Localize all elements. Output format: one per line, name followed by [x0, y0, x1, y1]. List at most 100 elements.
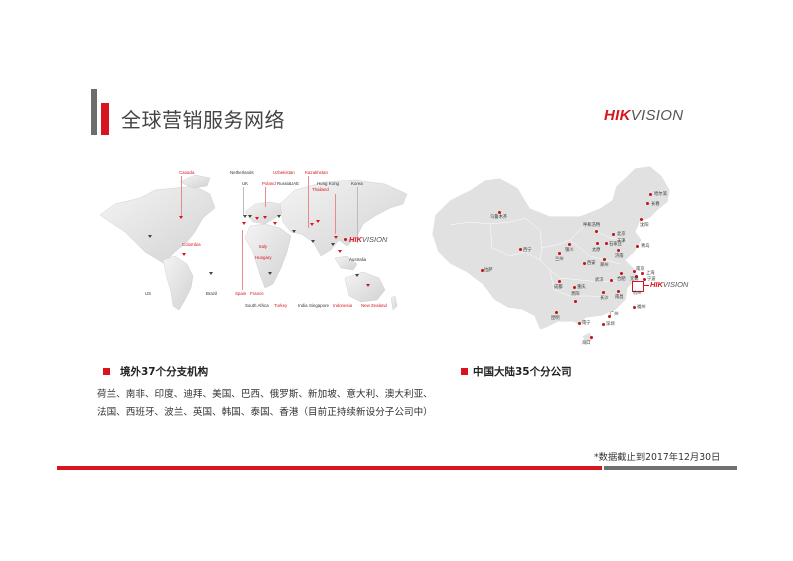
label-australia: Australia — [349, 257, 367, 262]
city-hohhot: 呼和浩特 — [583, 223, 601, 228]
city-dot — [555, 311, 558, 314]
city-dot — [610, 279, 613, 282]
city-dot — [636, 245, 639, 248]
office-pin — [273, 222, 277, 225]
city-shenyang: 沈阳 — [640, 223, 649, 228]
office-pin — [366, 284, 370, 287]
office-pin — [148, 235, 152, 238]
city-dot — [595, 230, 598, 233]
office-pin — [268, 272, 272, 275]
office-pin — [209, 272, 213, 275]
city-dot — [519, 248, 522, 251]
label-south-africa: South Africa — [245, 303, 269, 308]
city-dot — [590, 336, 593, 339]
leader-line — [242, 230, 243, 290]
bullet-square-icon — [461, 367, 468, 375]
label-india: India — [298, 303, 308, 308]
city-taiyuan: 太原 — [592, 248, 601, 253]
city-dot — [498, 211, 501, 214]
city-dot — [617, 249, 620, 252]
china-map-shape-icon — [431, 165, 671, 345]
city-dot — [641, 272, 644, 275]
city-nanchang: 南昌 — [615, 295, 624, 300]
office-pin — [331, 243, 335, 246]
office-pin — [292, 230, 296, 233]
city-lanzhou: 兰州 — [555, 257, 564, 262]
city-qingdao: 青岛 — [641, 244, 650, 249]
city-shenzhen: 深圳 — [606, 322, 615, 327]
label-hungary: Hungary — [255, 255, 272, 260]
label-brazil: Brazil — [206, 291, 217, 296]
city-wuhan: 武汉 — [595, 278, 604, 283]
bullet-square-icon — [103, 367, 110, 375]
hikvision-logo: HIKVISION — [604, 107, 684, 124]
city-dot — [620, 272, 623, 275]
label-italy: Italy — [259, 244, 268, 249]
hq-logo: HIKVISION — [650, 280, 689, 289]
city-dot — [633, 270, 636, 273]
leader-line — [335, 194, 336, 234]
leader-line — [243, 187, 244, 215]
leader-line — [357, 187, 358, 243]
office-pin — [179, 216, 183, 219]
label-colombia: Colombia — [182, 242, 201, 247]
city-lhasa: 拉萨 — [484, 268, 493, 273]
title-accent-grey-bar — [91, 89, 97, 135]
city-dot — [583, 262, 586, 265]
office-pin — [242, 222, 246, 225]
city-kunming: 昆明 — [551, 316, 560, 321]
city-dot — [578, 322, 581, 325]
label-hong-kong: Hong Kong — [317, 181, 339, 186]
city-dot — [643, 278, 646, 281]
title-accent-red-bar — [101, 103, 109, 135]
city-dot — [640, 218, 643, 221]
city-harbin: 哈尔滨 — [654, 192, 667, 197]
city-dot — [605, 242, 608, 245]
label-france: France — [250, 291, 264, 296]
label-poland: Poland — [262, 181, 276, 186]
label-spain: Spain — [235, 291, 247, 296]
office-pin — [338, 250, 342, 253]
city-dot — [633, 306, 636, 309]
city-dot — [574, 300, 577, 303]
city-dot — [617, 290, 620, 293]
office-pin — [263, 216, 267, 219]
label-netherlands: Netherlands — [230, 170, 254, 175]
city-dot — [558, 280, 561, 283]
city-dot — [558, 252, 561, 255]
label-uk: UK — [242, 181, 249, 186]
overseas-countries-line-2: 法国、西班牙、波兰、英国、韩国、泰国、香港（目前正持续新设分子公司中） — [97, 407, 433, 418]
hq-leader-line — [643, 285, 649, 286]
domestic-heading: 中国大陆35个分公司 — [461, 364, 572, 379]
city-xining: 西宁 — [523, 248, 532, 253]
label-kazakhstan: Kazakhstan — [305, 170, 328, 175]
city-dot — [568, 243, 571, 246]
city-wuxi: 无锡 — [630, 277, 639, 282]
label-russia: Russia — [277, 181, 291, 186]
leader-line — [308, 176, 309, 228]
overseas-heading: 境外37个分支机构 — [103, 364, 208, 379]
hq-logo: HIKVISION — [349, 235, 388, 244]
world-map-shapes-icon — [99, 174, 408, 311]
office-pin — [316, 220, 320, 223]
city-tianjin: 天津 — [617, 239, 626, 244]
city-hefei: 合肥 — [617, 277, 626, 282]
city-dot — [481, 269, 484, 272]
label-korea: Korea — [351, 181, 363, 186]
footer-grey-bar — [604, 466, 737, 470]
city-zhengzhou: 郑州 — [600, 263, 609, 268]
city-changchun: 长春 — [651, 202, 660, 207]
city-chongqing: 重庆 — [577, 285, 586, 290]
label-canada: Canada — [179, 170, 195, 175]
office-pin — [248, 215, 252, 218]
overseas-countries-line-1: 荷兰、南非、印度、迪拜、美国、巴西、俄罗斯、新加坡、意大利、澳大利亚、 — [97, 389, 433, 400]
city-dot — [596, 242, 599, 245]
city-nanning: 南宁 — [582, 321, 591, 326]
city-dot — [602, 323, 605, 326]
city-dot — [603, 258, 606, 261]
label-turkey: Turkey — [274, 303, 288, 308]
city-nanjing: 南京 — [636, 267, 645, 272]
label-us: US — [145, 291, 152, 296]
city-jinan: 济南 — [615, 254, 624, 259]
